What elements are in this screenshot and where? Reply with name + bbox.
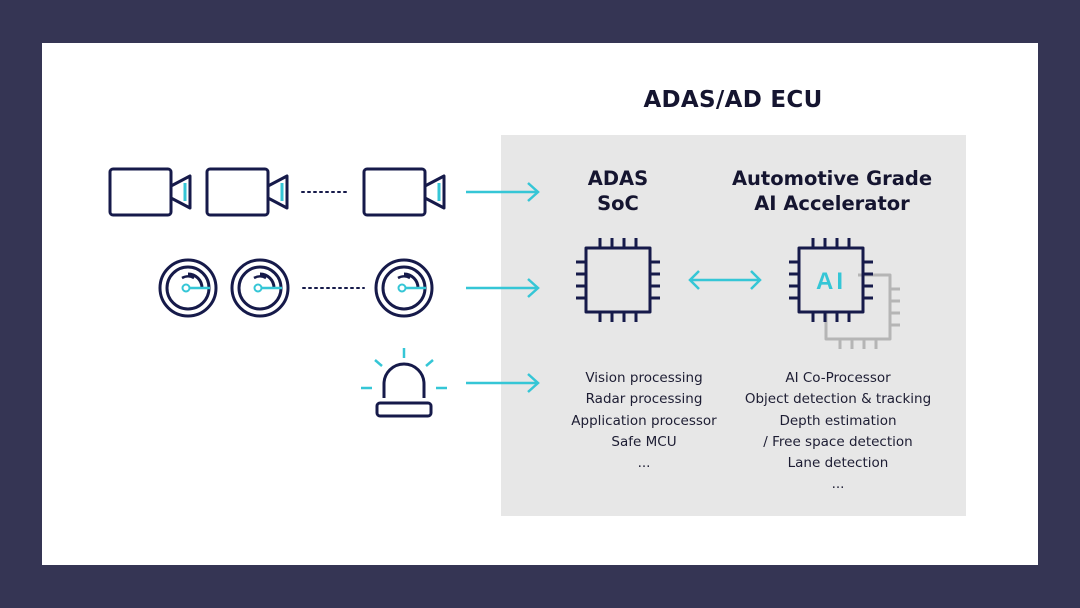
soc-title-line2: SoC: [597, 192, 639, 215]
accelerator-title-line2: AI Accelerator: [754, 192, 910, 215]
accelerator-function-list: AI Co-Processor Object detection & track…: [726, 368, 950, 496]
list-item: Vision processing: [585, 370, 703, 386]
radar-icon: [374, 258, 434, 318]
soc-title-line1: ADAS: [587, 167, 649, 190]
video-camera-icon: [362, 167, 446, 217]
radar-icon: [158, 258, 218, 318]
radar-arrow: [464, 277, 540, 299]
list-item: / Free space detection: [763, 433, 913, 450]
list-item: Depth estimation: [779, 412, 897, 429]
accelerator-title: Automotive Grade AI Accelerator: [712, 166, 952, 216]
list-item: AI Co-Processor: [785, 370, 891, 386]
list-item: Lane detection: [787, 455, 889, 472]
soc-function-list: Vision processing Radar processing Appli…: [552, 368, 736, 474]
soc-chip-icon: [574, 236, 662, 324]
list-item: Application processor: [571, 412, 717, 429]
soc-title: ADAS SoC: [548, 166, 688, 216]
list-item: Radar processing: [585, 391, 703, 408]
bidirectional-arrow: [688, 270, 762, 290]
accelerator-title-line1: Automotive Grade: [731, 167, 933, 190]
radar-icon: [230, 258, 290, 318]
camera-arrow: [464, 181, 540, 203]
list-item: ...: [831, 476, 845, 493]
video-camera-icon: [205, 167, 289, 217]
list-item: ...: [637, 455, 651, 472]
list-item: Object detection & tracking: [744, 391, 932, 408]
video-camera-icon: [108, 167, 192, 217]
siren-light-icon: [361, 348, 447, 418]
list-item: Safe MCU: [611, 433, 677, 450]
ai-chip-label: AI: [816, 268, 846, 295]
ecu-title: ADAS/AD ECU: [643, 87, 823, 113]
sensor-arrow: [464, 372, 540, 394]
